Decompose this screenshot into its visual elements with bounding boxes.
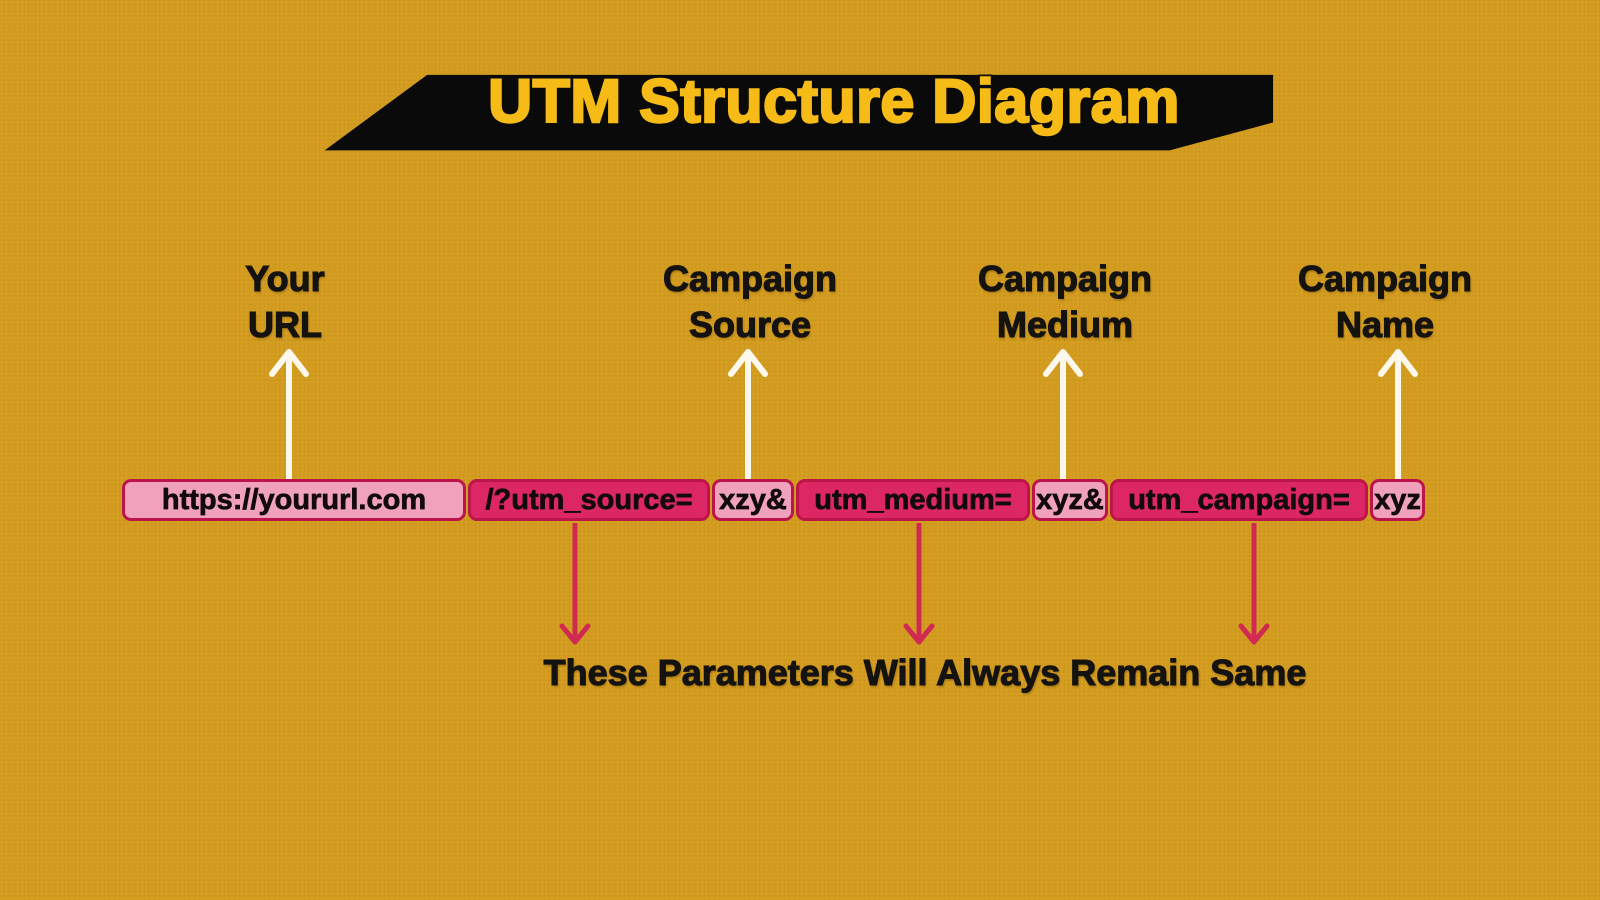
connector-campaign-source <box>726 346 770 480</box>
connector-utm-source-note <box>553 523 597 647</box>
label-line: Source <box>688 303 812 345</box>
label-line: Campaign <box>662 257 838 299</box>
label-line: URL <box>247 303 322 345</box>
label-campaign-source: Campaign Source <box>620 256 880 348</box>
url-segment-source-value: xzy& <box>712 479 794 521</box>
label-line: Your <box>245 257 325 299</box>
connector-utm-medium-note <box>897 523 941 647</box>
label-campaign-medium: Campaign Medium <box>935 256 1195 348</box>
arrow-down-icon <box>559 523 591 645</box>
url-segment-medium-value: xyz& <box>1032 479 1108 521</box>
title-banner <box>324 74 1274 151</box>
connector-campaign-medium <box>1041 346 1085 480</box>
label-line: Campaign <box>1297 257 1473 299</box>
label-line: Campaign <box>977 257 1153 299</box>
label-line: Medium <box>996 303 1133 345</box>
url-segment-domain: https://yoururl.com <box>122 479 466 521</box>
connector-your-url <box>267 346 311 480</box>
arrow-up-icon <box>728 349 768 480</box>
arrow-down-icon <box>1238 523 1270 645</box>
connector-utm-campaign-note <box>1232 523 1276 647</box>
parameters-note: These Parameters Will Always Remain Same <box>543 651 1307 693</box>
url-segment-campaign-value: xyz <box>1370 479 1425 521</box>
label-line: Name <box>1335 303 1435 345</box>
label-your-url: Your URL <box>155 256 415 348</box>
url-segment-utm-campaign: utm_campaign= <box>1110 479 1368 521</box>
arrow-up-icon <box>1378 349 1418 480</box>
page-title: UTM Structure Diagram <box>487 67 1181 135</box>
url-segment-utm-medium: utm_medium= <box>796 479 1030 521</box>
connector-campaign-name <box>1376 346 1420 480</box>
arrow-up-icon <box>1043 349 1083 480</box>
url-bar: https://yoururl.com /?utm_source= xzy& u… <box>122 479 1425 521</box>
arrow-up-icon <box>269 349 309 480</box>
url-segment-utm-source: /?utm_source= <box>468 479 710 521</box>
arrow-down-icon <box>903 523 935 645</box>
label-campaign-name: Campaign Name <box>1255 256 1515 348</box>
